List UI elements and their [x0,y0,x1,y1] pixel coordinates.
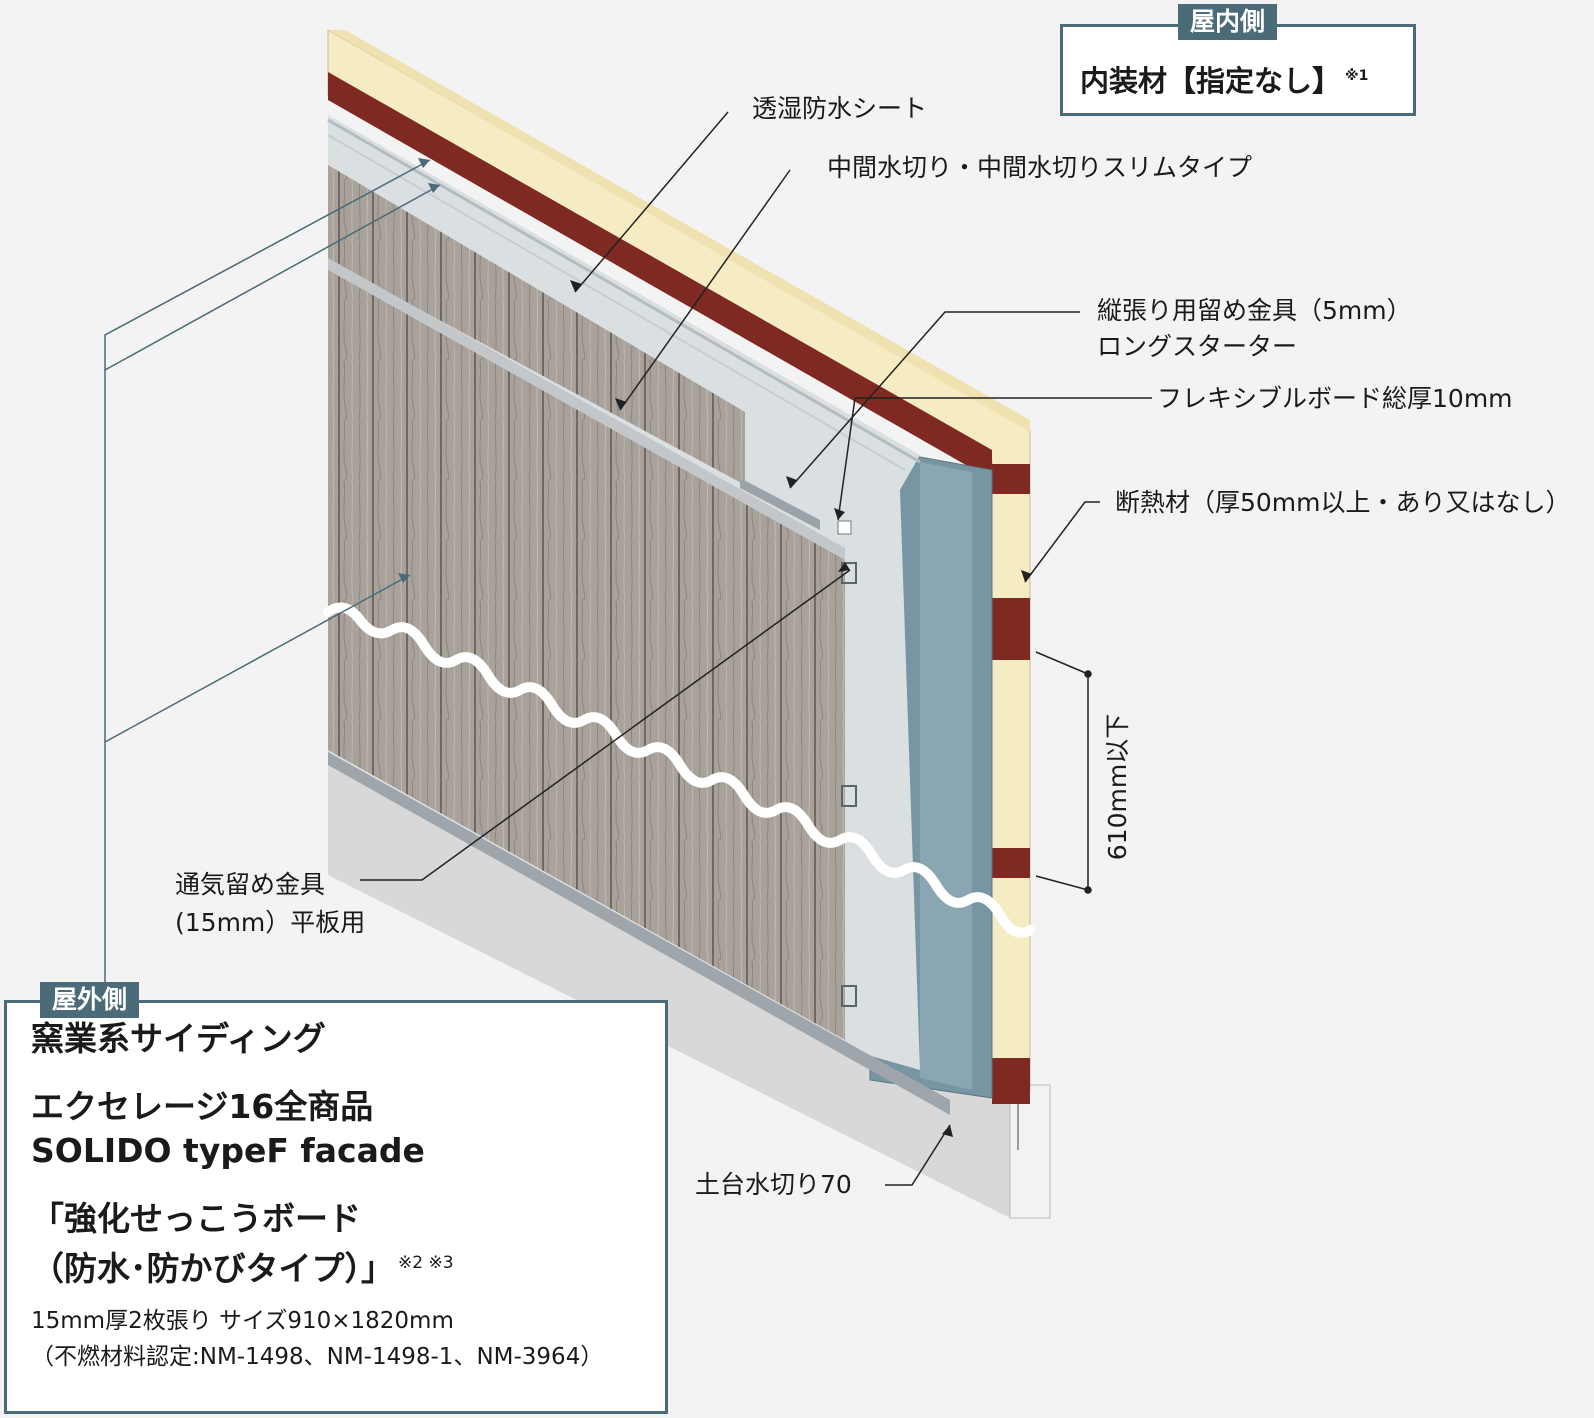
inside-material-text: 内装材【指定なし】 [1080,64,1342,98]
outside-line-5-note: ※2 ※3 [398,1253,454,1273]
label-base-flashing: 土台水切り70 [695,1170,852,1199]
inside-tag: 屋内側 [1178,4,1278,40]
leader-arrowheads [570,280,1032,1137]
break-line [323,602,1035,938]
label-vent-fastener-sub: (15mm）平板用 [175,908,366,937]
outside-tag: 屋外側 [40,982,140,1018]
outside-leaders [104,159,441,985]
label-spacing: 610mm以下 [1103,713,1133,861]
outside-line-1: 窯業系サイディング [31,1019,326,1058]
outside-box: 窯業系サイディング エクセレージ16全商品 SOLIDO typeF facad… [4,1000,668,1414]
label-mid-flashing: 中間水切り・中間水切りスリムタイプ [827,153,1253,182]
outside-line-3: SOLIDO typeF facade [31,1131,425,1170]
outside-line-5-text: （防水･防かびタイプ）」 [31,1249,394,1288]
spacing-dimension [1035,651,1092,894]
label-flexible-board: フレキシブルボード総厚10mm [1157,384,1513,413]
label-insulation: 断熱材（厚50mm以上・あり又はなし） [1115,488,1571,517]
inside-note: ※1 [1345,68,1369,85]
outside-line-2: エクセレージ16全商品 [31,1087,374,1126]
label-vertical-fastener: 縦張り用留め金具（5mm） [1097,296,1412,325]
label-vent-fastener: 通気留め金具 [175,870,326,899]
siding-panels [328,165,950,1115]
label-long-starter: ロングスターター [1097,332,1298,361]
label-moisture-sheet: 透湿防水シート [752,94,928,123]
outside-line-4: 「強化せっこうボード [31,1199,361,1238]
outside-line-6: 15mm厚2枚張り サイズ910×1820mm [31,1308,454,1334]
outside-line-5: （防水･防かびタイプ）」※2 ※3 [31,1241,454,1291]
leader-lines [360,111,1152,1186]
steel-beam [328,72,1030,1104]
outside-arrowheads [398,158,440,583]
outside-line-7: （不燃材料認定:NM-1498、NM-1498-1、NM-3964） [31,1344,604,1370]
inside-material: 内装材【指定なし】※1 [1080,58,1368,100]
